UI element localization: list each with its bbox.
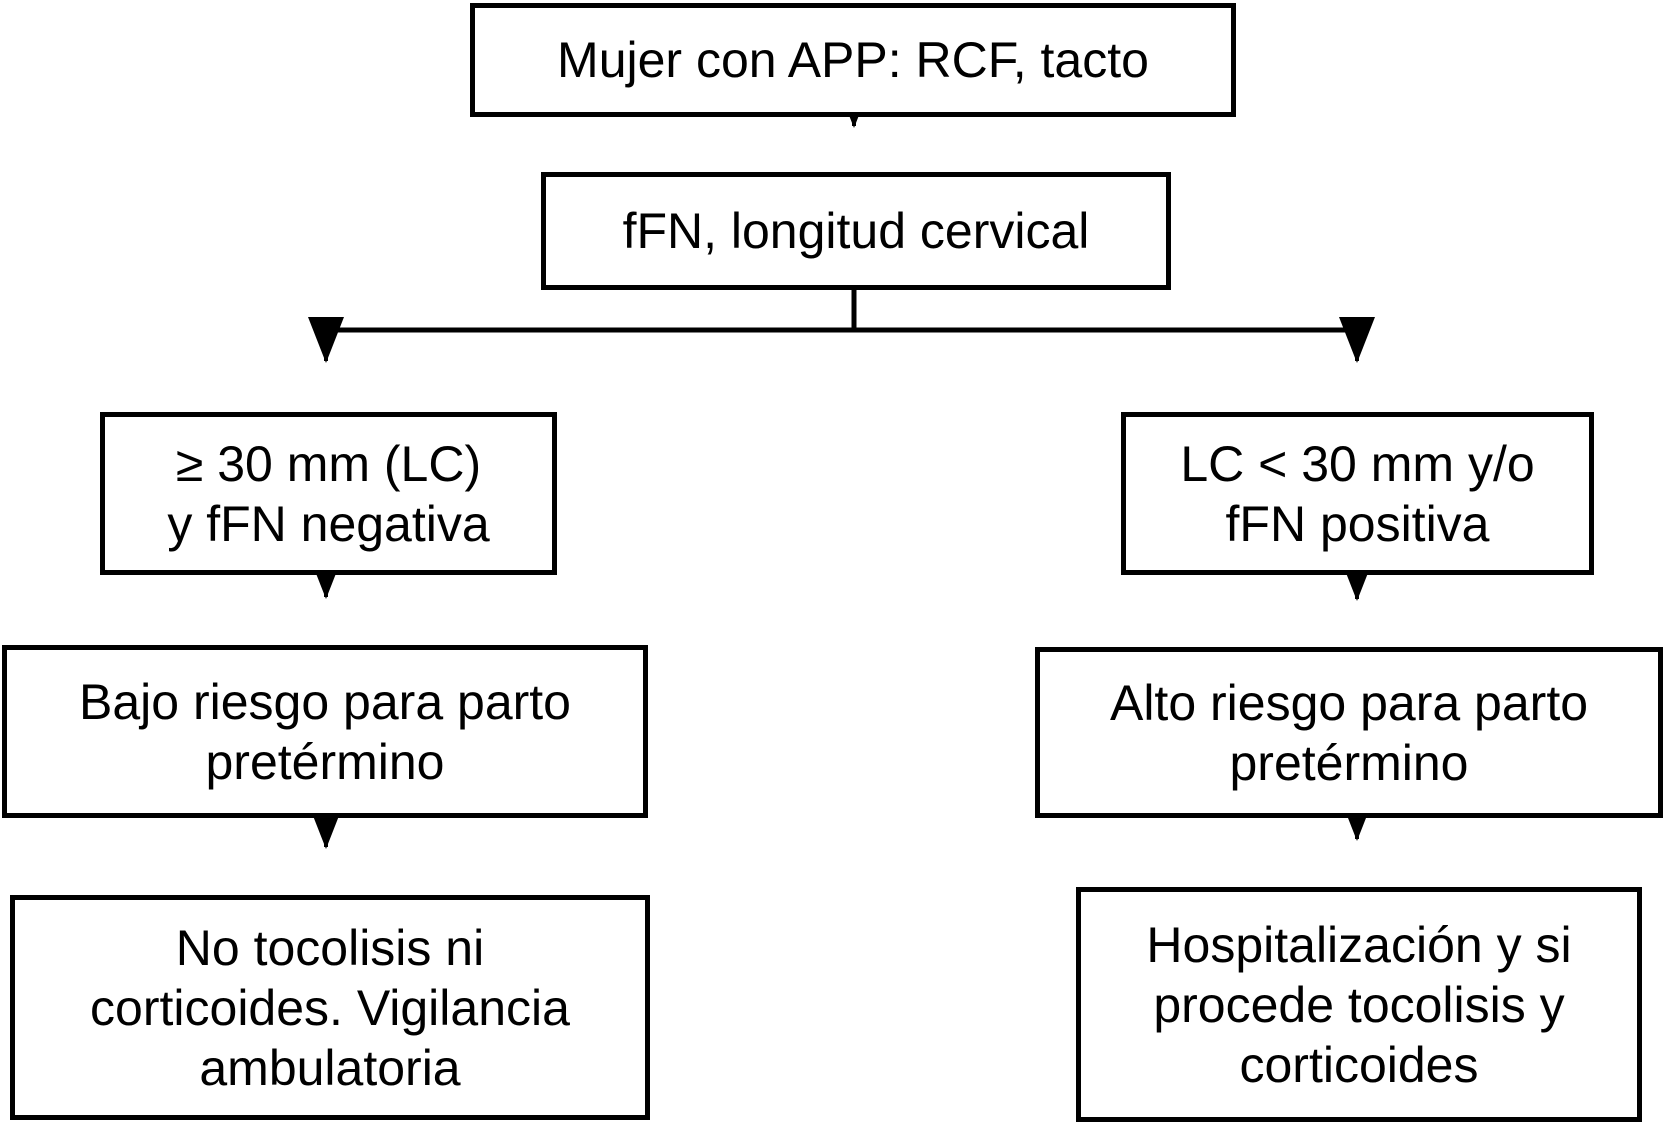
node-text-line: Bajo riesgo para parto: [79, 673, 571, 730]
node-text-line: LC < 30 mm y/o: [1180, 435, 1535, 492]
node-text-line: Alto riesgo para parto: [1109, 674, 1589, 731]
node-high-risk-management: Hospitalización y si procede tocolisis y…: [1076, 887, 1642, 1122]
node-text-line: pretérmino: [205, 733, 445, 790]
node-text-line: Hospitalización y si: [1146, 916, 1572, 973]
node-text-line: Mujer con APP: RCF, tacto: [557, 32, 1149, 88]
node-low-risk: Bajo riesgo para parto pretérmino: [2, 645, 648, 818]
node-text-line: corticoides: [1239, 1036, 1479, 1093]
node-start: Mujer con APP: RCF, tacto: [470, 3, 1236, 117]
node-tests: fFN, longitud cervical: [541, 172, 1171, 290]
node-text-line: pretérmino: [1229, 734, 1469, 791]
node-text-line: fFN, longitud cervical: [622, 203, 1090, 259]
node-text-line: No tocolisis ni: [175, 919, 485, 976]
node-text-line: corticoides. Vigilancia: [90, 979, 570, 1036]
node-text-line: fFN positiva: [1225, 495, 1490, 552]
node-text-line: ≥ 30 mm (LC): [175, 435, 482, 492]
node-negative-criteria: ≥ 30 mm (LC) y fFN negativa: [100, 412, 557, 575]
branch-connector: [323, 287, 1360, 333]
node-text-line: y fFN negativa: [167, 495, 490, 552]
node-low-risk-management: No tocolisis ni corticoides. Vigilancia …: [10, 895, 650, 1120]
node-text-line: procede tocolisis y: [1153, 976, 1565, 1033]
node-text-line: ambulatoria: [199, 1039, 461, 1096]
node-positive-criteria: LC < 30 mm y/o fFN positiva: [1121, 412, 1594, 575]
node-high-risk: Alto riesgo para parto pretérmino: [1035, 647, 1663, 818]
